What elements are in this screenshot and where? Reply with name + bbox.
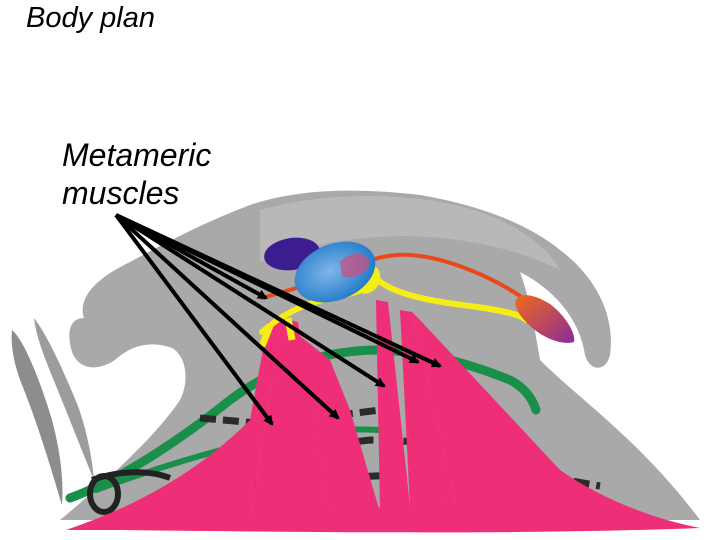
green-nerve — [65, 345, 541, 503]
diagram-title: Body plan — [26, 2, 155, 34]
label-line-1: Metameric — [62, 137, 212, 173]
posterior-arm-outer — [11, 330, 63, 505]
arrow-2 — [114, 213, 340, 420]
muscle-block-3 — [300, 336, 380, 515]
arrow-1 — [114, 213, 274, 426]
yellow-branch — [258, 317, 296, 348]
arrow-3 — [114, 213, 386, 388]
label-line-2: muscles — [62, 175, 180, 211]
arrow-6 — [115, 213, 268, 300]
terminal-coil-tail — [90, 469, 172, 483]
blue-ganglion-lobe — [340, 253, 370, 278]
anterior-organ — [515, 295, 575, 343]
muscle-block-2 — [250, 318, 330, 520]
callout-arrows — [114, 213, 442, 426]
metameric-muscles-label: Metameric muscles — [62, 136, 211, 212]
muscle-block-1 — [66, 318, 282, 530]
arrow-5 — [115, 213, 420, 364]
dorsal-band — [260, 195, 560, 270]
metameric-muscles — [66, 300, 700, 533]
posterior-arm-inner — [34, 318, 94, 480]
muscle-block-6 — [66, 312, 700, 533]
muscle-block-4 — [376, 300, 410, 512]
